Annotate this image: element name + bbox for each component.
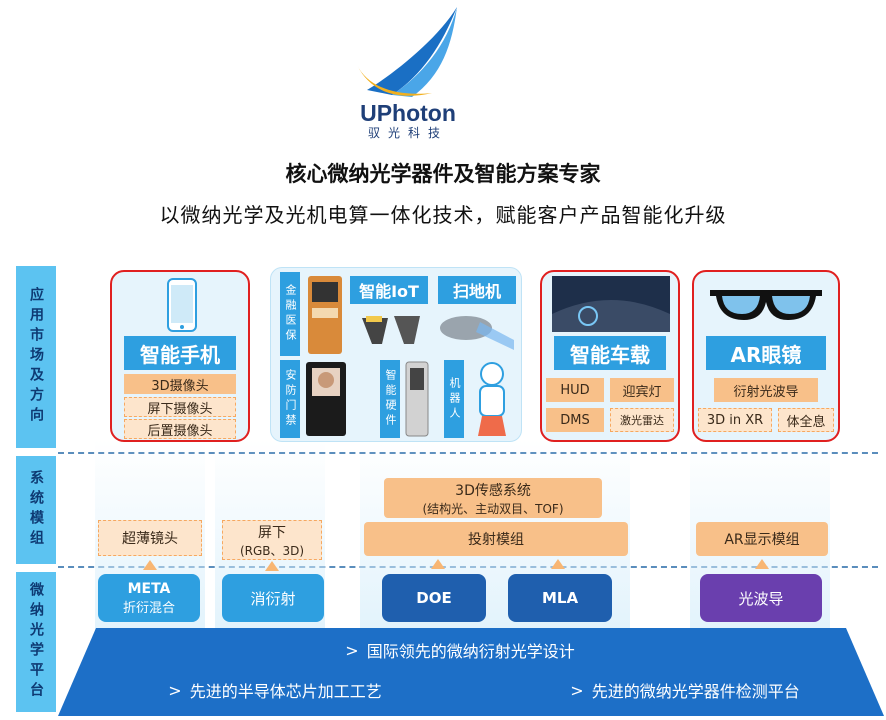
platform-line3: > 先进的微纳光学器件检测平台 xyxy=(530,678,840,702)
ar-glasses-icon xyxy=(706,280,826,326)
platform-line2-text: 先进的半导体芯片加工工艺 xyxy=(190,678,382,702)
car-item-dms: DMS xyxy=(546,408,604,432)
chip-meta-line2: 折衍混合 xyxy=(123,597,175,616)
arrow-up-icon xyxy=(265,561,279,571)
platform-line1: > 国际领先的微纳衍射光学设计 xyxy=(280,638,640,662)
atm-icon xyxy=(302,272,350,356)
robot-vacuum-icon xyxy=(436,306,518,354)
ar-item-xr: 3D in XR xyxy=(698,408,772,432)
phone-item-under: 屏下摄像头 xyxy=(124,397,236,417)
platform-line1-text: 国际领先的微纳衍射光学设计 xyxy=(367,638,575,662)
module-projection: 投射模组 xyxy=(364,522,628,556)
headline: 核心微纳光学器件及智能方案专家 xyxy=(0,158,886,188)
app-ar-card: AR眼镜 衍射光波导 3D in XR 体全息 xyxy=(692,270,840,442)
iot-tag-robot: 机器人 xyxy=(444,360,464,438)
app-car-card: 智能车载 HUD 迎宾灯 DMS 激光雷达 xyxy=(540,270,680,442)
arrow-up-icon xyxy=(551,559,565,569)
iot-tag-security: 安防门禁 xyxy=(280,360,300,438)
car-item-hud: HUD xyxy=(546,378,604,402)
app-phone-title: 智能手机 xyxy=(124,336,236,370)
access-panel-icon xyxy=(302,360,350,438)
iot-tag-finance: 金融医保 xyxy=(280,272,300,356)
module-thin-lens: 超薄镜头 xyxy=(98,520,202,556)
smart-lock-icon xyxy=(402,360,432,438)
module-ar-display: AR显示模组 xyxy=(696,522,828,556)
app-car-title: 智能车载 xyxy=(554,336,666,370)
car-item-lidar: 激光雷达 xyxy=(610,408,674,432)
module-3d-sensing-label: 3D传感系统 xyxy=(455,480,531,500)
platform-line3-text: 先进的微纳光学器件检测平台 xyxy=(592,678,800,702)
chevron-right-icon: > xyxy=(570,681,583,700)
car-item-welcome: 迎宾灯 xyxy=(610,378,674,402)
side-label-sys: 系统模组 xyxy=(16,456,56,564)
chip-mla: MLA xyxy=(508,574,612,622)
ar-item-waveguide: 衍射光波导 xyxy=(714,378,818,402)
phone-icon xyxy=(167,278,197,332)
arrow-up-icon xyxy=(143,560,157,570)
chip-meta-line1: META xyxy=(128,581,171,597)
phone-item-3d: 3D摄像头 xyxy=(124,374,236,394)
phone-item-rear: 后置摄像头 xyxy=(124,419,236,439)
module-3d-sensing-sub: (结构光、主动双目、TOF) xyxy=(422,500,563,517)
chip-anti-diffraction: 消衍射 xyxy=(222,574,324,622)
chip-meta: META 折衍混合 xyxy=(98,574,200,622)
chip-waveguide: 光波导 xyxy=(700,574,822,622)
robot-icon xyxy=(468,360,516,438)
module-under-screen-sub: (RGB、3D) xyxy=(240,542,304,559)
app-ar-title: AR眼镜 xyxy=(706,336,826,370)
chevron-right-icon: > xyxy=(168,681,181,700)
scanner-icon xyxy=(356,308,426,352)
side-label-platform: 微纳光学平台 xyxy=(16,572,56,712)
arrow-up-icon xyxy=(755,559,769,569)
module-under-screen: 屏下 (RGB、3D) xyxy=(222,520,322,560)
subheadline: 以微纳光学及光机电算一体化技术，赋能客户产品智能化升级 xyxy=(0,198,886,228)
module-under-screen-label: 屏下 xyxy=(258,522,286,542)
app-sweeper-title: 扫地机 xyxy=(438,276,516,304)
logo-name: UPhoton xyxy=(345,100,471,126)
logo-subtitle: 驭光科技 xyxy=(345,124,471,140)
car-cockpit-icon xyxy=(552,276,670,332)
chip-doe: DOE xyxy=(382,574,486,622)
module-3d-sensing: 3D传感系统 (结构光、主动双目、TOF) xyxy=(384,478,602,518)
chevron-right-icon: > xyxy=(345,641,358,660)
ar-item-holo: 体全息 xyxy=(778,408,834,432)
platform-line2: > 先进的半导体芯片加工工艺 xyxy=(130,678,420,702)
logo-mark xyxy=(352,5,462,105)
logo-icon xyxy=(352,5,462,105)
iot-tag-hardware: 智能硬件 xyxy=(380,360,400,438)
arrow-up-icon xyxy=(431,559,445,569)
app-iot-title: 智能IoT xyxy=(350,276,428,304)
side-label-app: 应用市场及方向 xyxy=(16,266,56,448)
app-phone-card: 智能手机 3D摄像头 屏下摄像头 后置摄像头 xyxy=(110,270,250,442)
